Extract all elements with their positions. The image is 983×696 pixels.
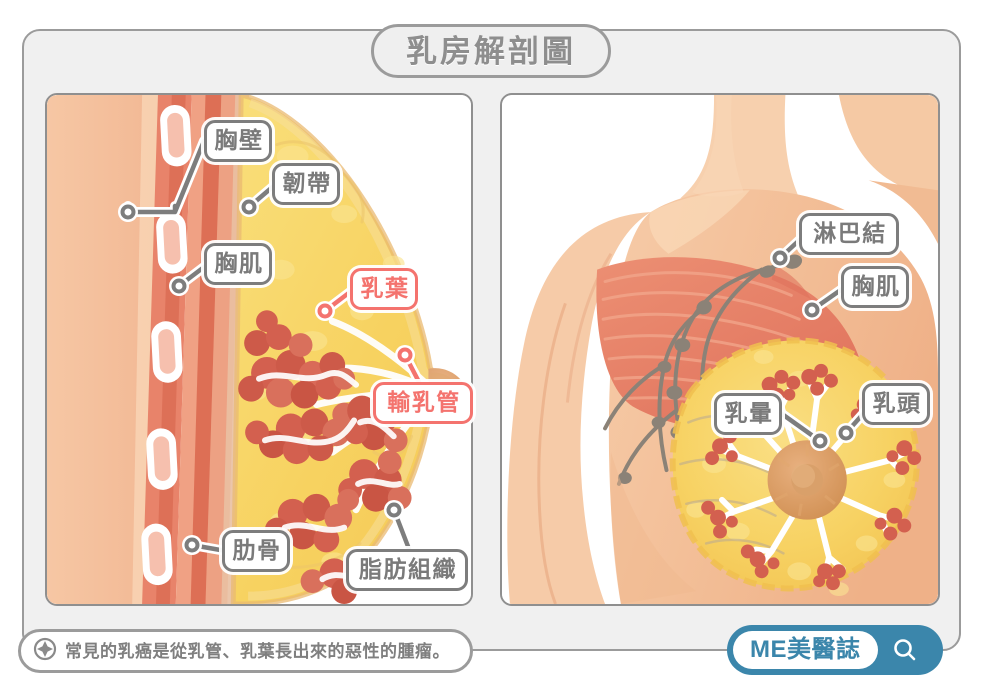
label-lobule-text: 乳葉 xyxy=(360,274,410,301)
label-areola: 乳暈 xyxy=(714,393,782,435)
label-areola-text: 乳暈 xyxy=(724,399,774,426)
label-duct-text: 輸乳管 xyxy=(387,388,461,415)
logo-text: ME美醫誌 xyxy=(750,636,861,663)
label-duct: 輸乳管 xyxy=(373,382,473,424)
footer-note-text: 常見的乳癌是從乳管、乳葉長出來的惡性的腫瘤。 xyxy=(65,641,450,661)
label-nipple-text: 乳頭 xyxy=(872,389,922,416)
site-logo[interactable]: ME美醫誌 xyxy=(727,625,943,675)
page-title-text: 乳房解剖圖 xyxy=(406,33,576,69)
label-chest-wall-text: 胸壁 xyxy=(214,126,264,153)
page-title: 乳房解剖圖 xyxy=(371,24,611,78)
label-fat-tissue: 脂肪組織 xyxy=(346,549,468,591)
label-lymph-node: 淋巴結 xyxy=(799,213,899,255)
label-ligament: 韌帶 xyxy=(272,163,340,205)
frontal-artwork xyxy=(502,95,938,604)
label-chest-wall: 胸壁 xyxy=(204,120,272,162)
label-pectoral-2-text: 胸肌 xyxy=(851,272,901,299)
label-fat-tissue-text: 脂肪組織 xyxy=(359,555,457,582)
diamond-star-icon xyxy=(33,637,57,666)
footer-note: 常見的乳癌是從乳管、乳葉長出來的惡性的腫瘤。 xyxy=(18,629,473,673)
search-icon[interactable] xyxy=(890,635,920,665)
label-pectoral-text: 胸肌 xyxy=(214,249,264,276)
label-pectoral: 胸肌 xyxy=(204,243,272,285)
panel-breast-frontal-lymph xyxy=(500,93,940,606)
label-rib-text: 肋骨 xyxy=(232,536,282,563)
label-rib: 肋骨 xyxy=(222,530,290,572)
label-ligament-text: 韌帶 xyxy=(282,169,332,196)
logo-pill: ME美醫誌 xyxy=(733,631,878,669)
label-nipple: 乳頭 xyxy=(862,383,930,425)
cross-section-artwork xyxy=(47,95,471,604)
label-pectoral-2: 胸肌 xyxy=(841,266,909,308)
label-lobule: 乳葉 xyxy=(350,268,418,310)
label-lymph-node-text: 淋巴結 xyxy=(813,219,887,246)
